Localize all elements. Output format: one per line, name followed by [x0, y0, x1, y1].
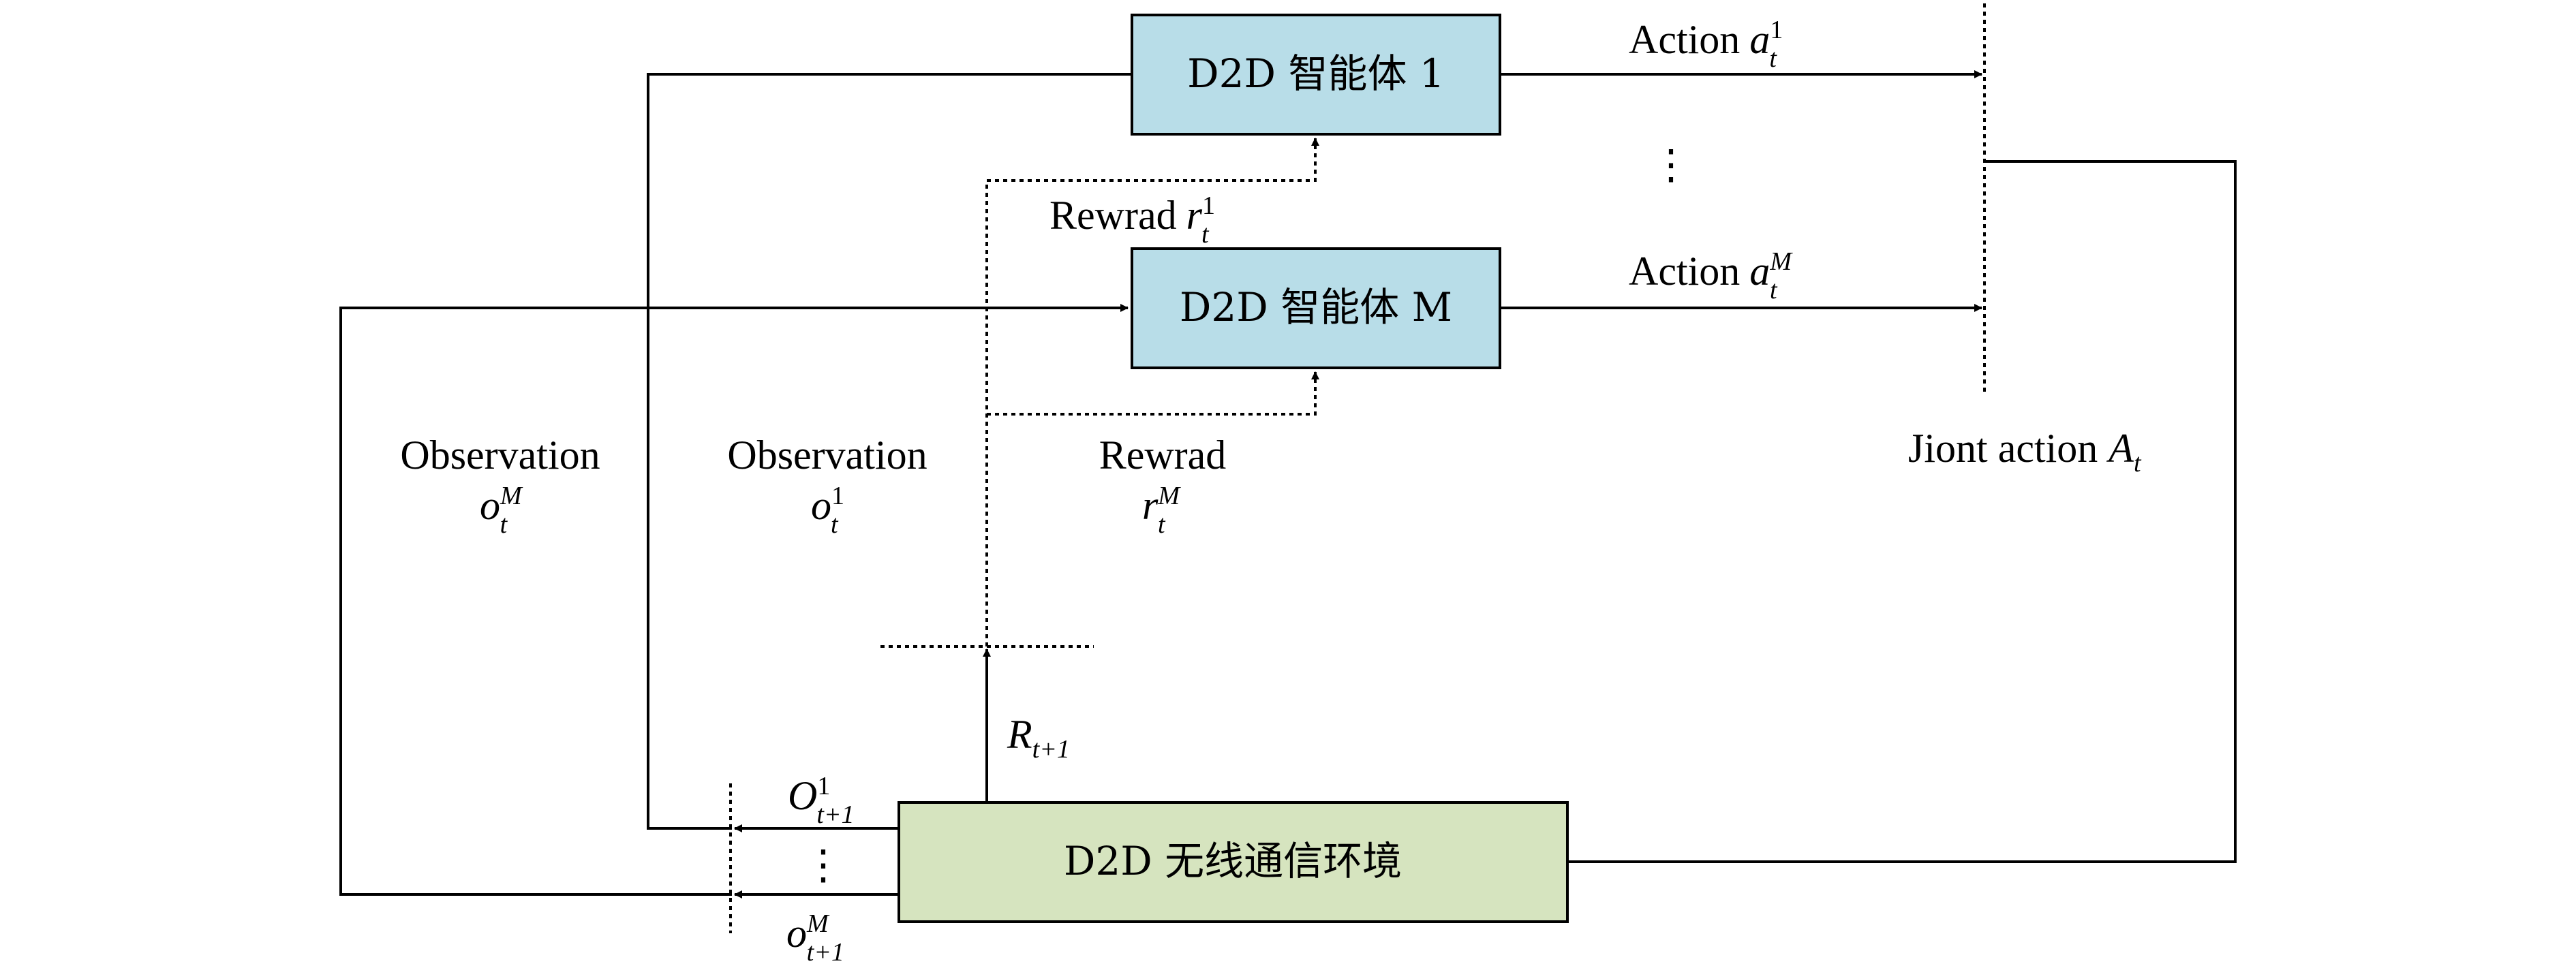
reward-next-label: Rt+1: [1007, 712, 1070, 764]
action-ellipsis: ⋮: [1651, 142, 1691, 187]
reward-m-path: [987, 371, 1319, 416]
agent-m-box: [1131, 247, 1501, 369]
observation-m-path: [339, 304, 1129, 896]
environment-box: [898, 801, 1569, 923]
observation-mid-word: Observation: [727, 433, 927, 478]
joint-action-path: [1567, 160, 2237, 863]
agent-1-box: [1131, 14, 1501, 136]
agent-m-label: D2D 智能体 M: [1180, 284, 1452, 330]
observation-left-word: Observation: [400, 433, 600, 478]
reward-m-word: Rewrad: [1099, 433, 1227, 478]
obs-next-ellipsis: ⋮: [803, 843, 844, 888]
observation-1-path: [647, 73, 1132, 830]
environment-label: D2D 无线通信环境: [1064, 838, 1402, 884]
agent-1-label: D2D 智能体 1: [1187, 50, 1445, 97]
